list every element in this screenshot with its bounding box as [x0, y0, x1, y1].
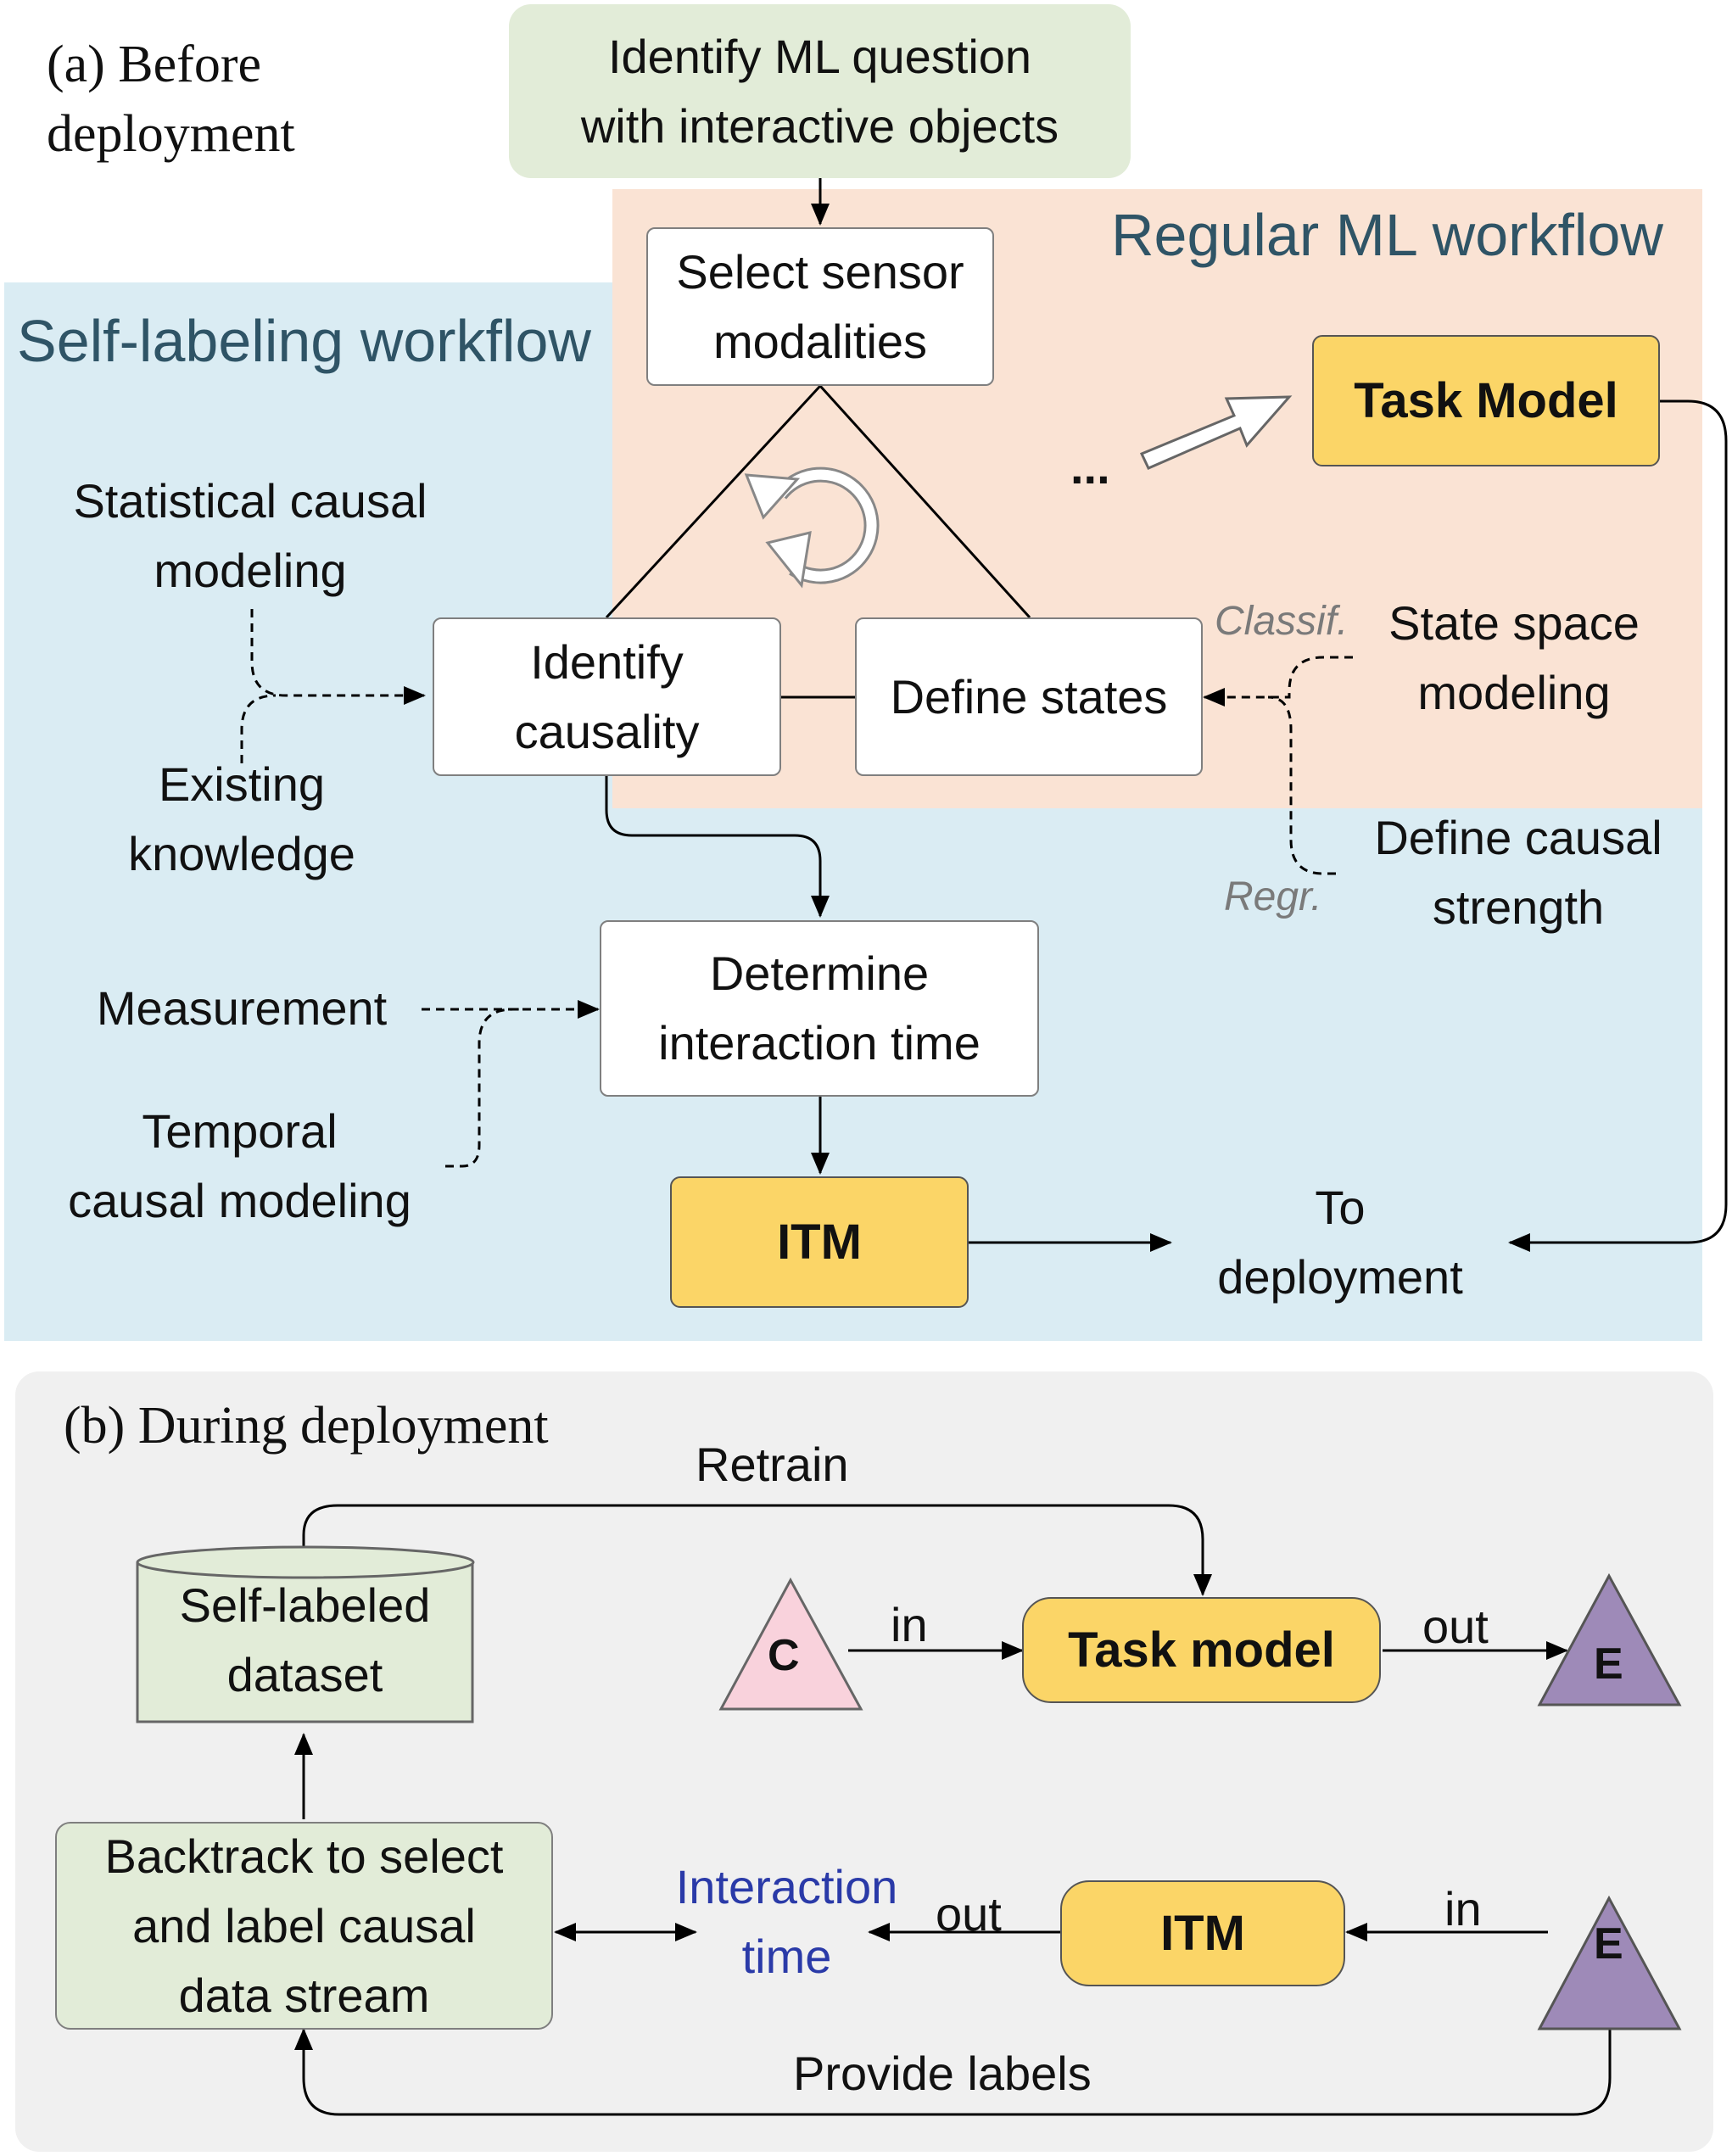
measurement-label: Measurement — [96, 981, 388, 1035]
define-states-box: Define states — [855, 617, 1203, 776]
existing-knowledge-label: Existing knowledge — [128, 757, 355, 880]
task-model-node: Task model — [1022, 1597, 1381, 1703]
state-space-modeling-label: State space modeling — [1388, 596, 1640, 719]
dashed-existing-to-causality — [240, 694, 277, 763]
line-sensor-to-causality — [605, 384, 822, 619]
identify-causality-box: Identify causality — [433, 617, 781, 776]
dashed-state-space-to-states — [1203, 656, 1353, 707]
out-label-bottom: out — [936, 1887, 1002, 1941]
itm-node-b: ITM — [1060, 1880, 1345, 1986]
self-labeling-workflow-title: Self-labeling workflow — [17, 308, 591, 374]
self-labeled-dataset-label: Self-labeled dataset — [179, 1578, 431, 1701]
in-label-bottom: in — [1444, 1882, 1482, 1935]
temporal-causal-modeling-label: Temporal causal modeling — [68, 1104, 411, 1227]
effect-triangle-top — [1537, 1572, 1682, 1706]
task-model-box: Task Model — [1312, 335, 1660, 466]
determine-interaction-time-box: Determine interaction time — [600, 920, 1039, 1097]
define-causal-strength-label: Define causal strength — [1374, 811, 1662, 934]
retrain-label: Retrain — [696, 1438, 849, 1491]
dashed-statistical-to-causality — [250, 609, 426, 705]
out-label-top: out — [1422, 1600, 1489, 1653]
effect-node-bottom-label: E — [1594, 1919, 1623, 1969]
dashed-causal-strength-to-states — [1267, 695, 1336, 875]
identify-ml-question-box: Identify ML question with interactive ob… — [509, 4, 1131, 178]
statistical-causal-modeling-label: Statistical causal modeling — [73, 474, 427, 597]
provide-labels-label: Provide labels — [793, 2047, 1092, 2100]
regr-label: Regr. — [1224, 874, 1322, 919]
arrow-provide-labels — [294, 1980, 1612, 2116]
line-sensor-to-states — [819, 384, 1031, 619]
ellipsis-text: ... — [1070, 440, 1110, 494]
classif-label: Classif. — [1215, 599, 1349, 644]
to-deployment-label: To deployment — [1217, 1181, 1463, 1304]
cause-node-label: C — [768, 1631, 800, 1680]
regular-ml-workflow-title: Regular ML workflow — [1111, 202, 1663, 268]
cause-triangle — [718, 1577, 863, 1711]
backtrack-box: Backtrack to select and label causal dat… — [55, 1822, 553, 2030]
in-label-top: in — [891, 1598, 928, 1651]
hollow-arrow-to-task-model — [1139, 395, 1293, 470]
panel-a-heading: (a) Before deployment — [47, 36, 295, 163]
arrow-task-model-to-deployment — [1508, 399, 1728, 1252]
arrow-causality-to-time — [605, 776, 830, 918]
arrow-retrain — [302, 1504, 1212, 1596]
panel-b-heading: (b) During deployment — [64, 1397, 549, 1455]
dashed-temporal-to-time — [445, 1008, 526, 1168]
interaction-time-label: Interaction time — [675, 1860, 898, 1983]
dataset-cylinder — [136, 1545, 475, 1723]
select-sensor-modalities-box: Select sensor modalities — [646, 227, 994, 386]
effect-node-top-label: E — [1594, 1639, 1623, 1689]
effect-triangle-bottom — [1537, 1895, 1682, 2030]
itm-box-a: ITM — [670, 1176, 969, 1308]
loop-arrow-icon — [744, 466, 880, 589]
